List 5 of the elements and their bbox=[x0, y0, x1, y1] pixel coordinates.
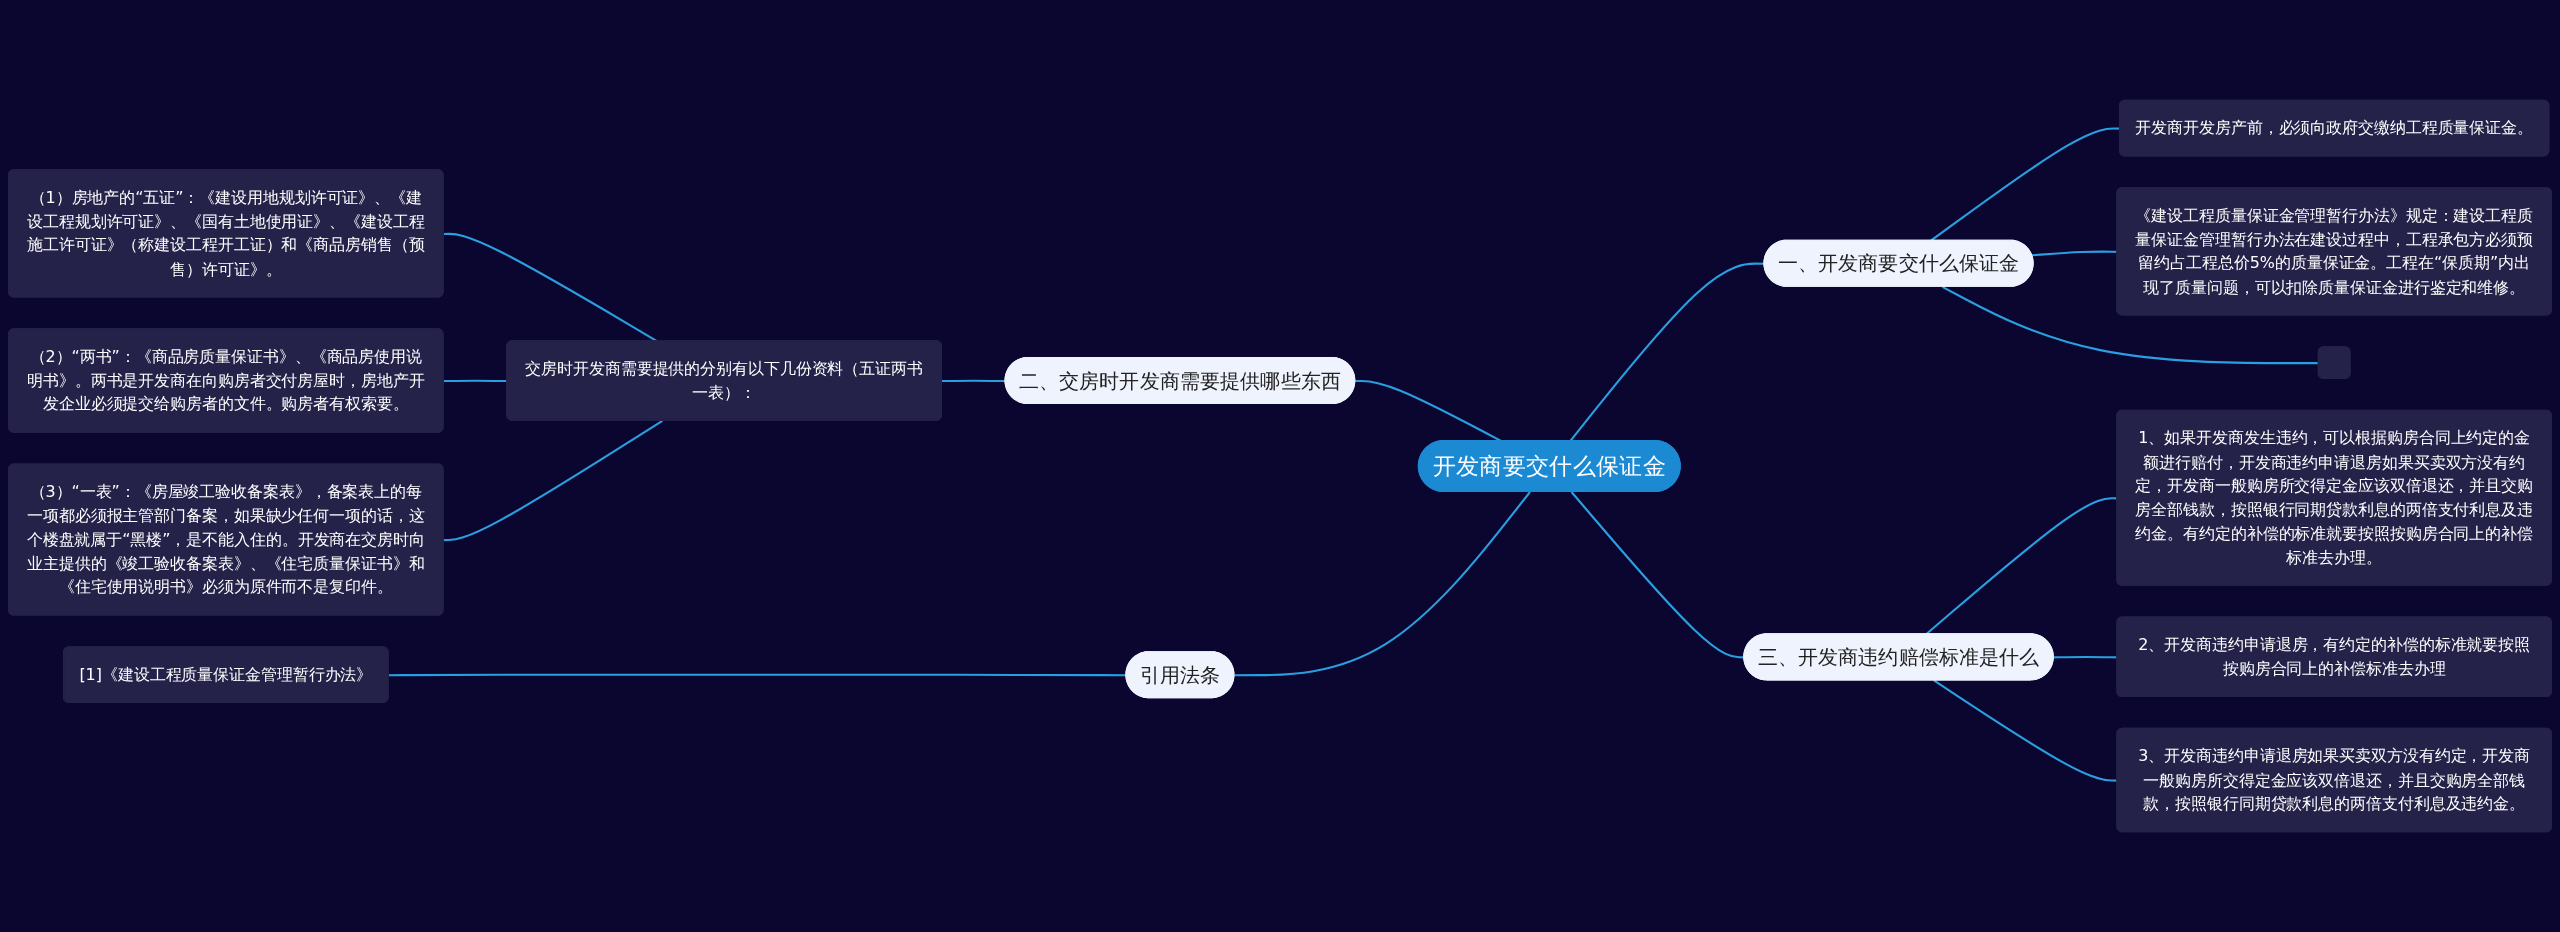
connector bbox=[1234, 491, 1531, 677]
connector bbox=[443, 419, 663, 542]
connector bbox=[388, 673, 1127, 677]
connector bbox=[1941, 285, 2319, 365]
connector bbox=[941, 379, 1006, 383]
